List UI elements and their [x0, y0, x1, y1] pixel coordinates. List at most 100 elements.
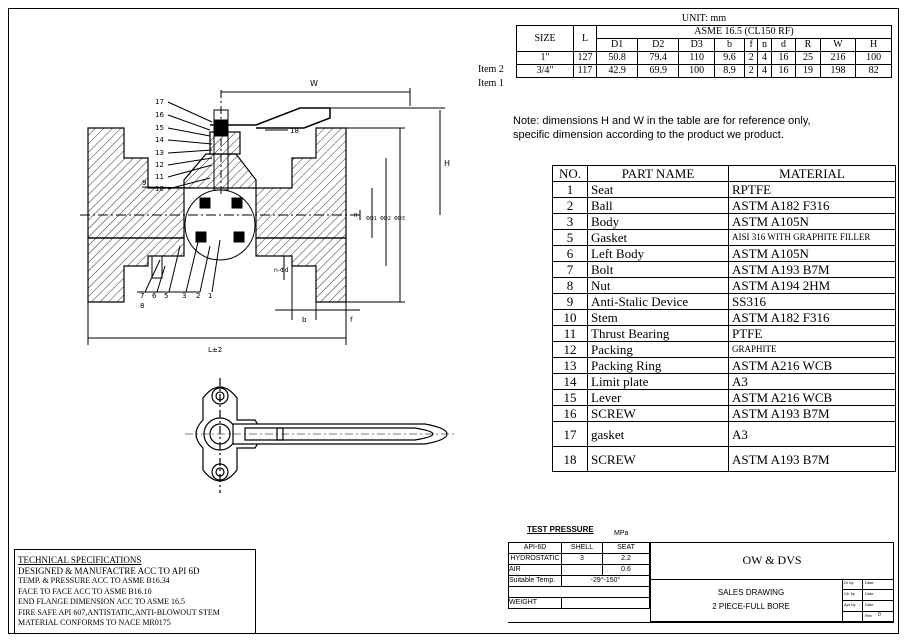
- col-header: D3: [678, 38, 715, 52]
- part-material: ASTM A105N: [728, 245, 896, 262]
- valve-top-view: [185, 378, 455, 493]
- cell: 16: [770, 51, 797, 65]
- table-row: Suitable Temp. -29°-150°: [508, 575, 650, 587]
- dim-label: b: [302, 316, 307, 324]
- part-material: A3: [728, 421, 896, 447]
- cell: 216: [819, 51, 857, 65]
- cell: 198: [819, 64, 857, 78]
- tp-cell: 3: [561, 553, 603, 565]
- callout: 13: [155, 149, 164, 157]
- part-material: ASTM A182 F316: [728, 309, 896, 326]
- part-no: 18: [552, 446, 588, 472]
- part-material: ASTM A216 WCB: [728, 389, 896, 406]
- part-material: RPTFE: [728, 181, 896, 198]
- drawing-border: [8, 8, 899, 634]
- callout: 18: [290, 127, 299, 135]
- callout: 5: [164, 292, 168, 300]
- tech-specs: TECHNICAL SPECIFICATIONS DESIGNED & MANU…: [18, 555, 220, 629]
- cell: 79.4: [637, 51, 680, 65]
- part-name: Packing: [587, 341, 729, 358]
- col-header: d: [770, 38, 797, 52]
- tp-cell: [561, 564, 603, 576]
- tp-cell: HYDROSTATIC: [508, 553, 562, 565]
- cell: 2: [744, 51, 759, 65]
- spec-line: END FLANGE DIMENSION ACC TO ASME 16.5: [18, 597, 186, 606]
- note: Note: dimensions H and W in the table ar…: [513, 114, 811, 142]
- title-block: [650, 542, 894, 622]
- part-material: ASTM A182 F316: [728, 197, 896, 214]
- date-label: Date: [865, 580, 874, 585]
- spec-line: MATERIAL CONFORMS TO NACE MR0175: [18, 618, 171, 627]
- cell: 82: [855, 64, 892, 78]
- note-line: Note: dimensions H and W in the table ar…: [513, 115, 811, 127]
- l-header: L: [573, 25, 597, 52]
- sign-label: Apr by: [844, 602, 856, 607]
- cell: 69.9: [637, 64, 680, 78]
- drawing-subtitle: 2 PIECE-FULL BORE: [712, 602, 790, 611]
- date-label: Date: [865, 591, 874, 596]
- part-material: ASTM A194 2HM: [728, 277, 896, 294]
- tech-specs-box: [14, 549, 256, 634]
- item-label: Item 2: [478, 64, 504, 75]
- callout: 12: [155, 161, 164, 169]
- callout: 9: [142, 179, 146, 187]
- callout: 3: [182, 292, 186, 300]
- col-header: f: [744, 38, 759, 52]
- part-name: Thrust Bearing: [587, 325, 729, 342]
- cell-size: 3/4": [516, 64, 574, 78]
- tp-cell: AIR: [508, 564, 562, 576]
- col-header: W: [819, 38, 857, 52]
- cell: 110: [678, 51, 715, 65]
- part-name: Limit plate: [587, 373, 729, 390]
- part-name: SCREW: [587, 446, 729, 472]
- date-label: Date: [865, 602, 874, 607]
- cell: 50.8: [595, 51, 639, 65]
- table-row: 3/4" 117 42.9 69.9 100 8.9 2 4 16 19 198…: [516, 64, 892, 78]
- part-no: 11: [552, 325, 588, 342]
- cell: 19: [795, 64, 821, 78]
- col-header: n: [757, 38, 772, 52]
- part-no: 15: [552, 389, 588, 406]
- part-name: SCREW: [587, 405, 729, 422]
- part-name: Packing Ring: [587, 357, 729, 374]
- divider: [650, 579, 894, 580]
- spec-line: DESIGNED & MANUFACTRE ACC TO API 6D: [18, 565, 200, 576]
- part-no: 8: [552, 277, 588, 294]
- note-line: specific dimension according to the prod…: [513, 129, 784, 141]
- part-no: 17: [552, 421, 588, 447]
- cell: 16: [770, 64, 797, 78]
- part-name: Nut: [587, 277, 729, 294]
- callout: 16: [155, 111, 164, 119]
- part-material: ASTM A193 B7M: [728, 405, 896, 422]
- part-material: SS316: [728, 293, 896, 310]
- sign-label: Ck' by: [844, 591, 855, 596]
- col-header: R: [795, 38, 821, 52]
- part-name: Body: [587, 213, 729, 230]
- rev-value: 0: [878, 612, 881, 618]
- unit-label: UNIT: mm: [516, 13, 892, 26]
- temp-value: -29°-150°: [561, 575, 650, 587]
- callout: 10: [155, 185, 164, 193]
- part-name: Stem: [587, 309, 729, 326]
- dim-label: ΦD1: [366, 216, 377, 222]
- col-header: H: [855, 38, 892, 52]
- tp-header: SEAT: [602, 542, 650, 554]
- material-header: MATERIAL: [728, 165, 896, 182]
- dim-label: W: [310, 79, 318, 88]
- part-material: PTFE: [728, 325, 896, 342]
- part-name: Bolt: [587, 261, 729, 278]
- test-pressure-title: TEST PRESSURE: [527, 525, 594, 534]
- divider: [508, 622, 894, 623]
- tp-cell: 2.2: [602, 553, 650, 565]
